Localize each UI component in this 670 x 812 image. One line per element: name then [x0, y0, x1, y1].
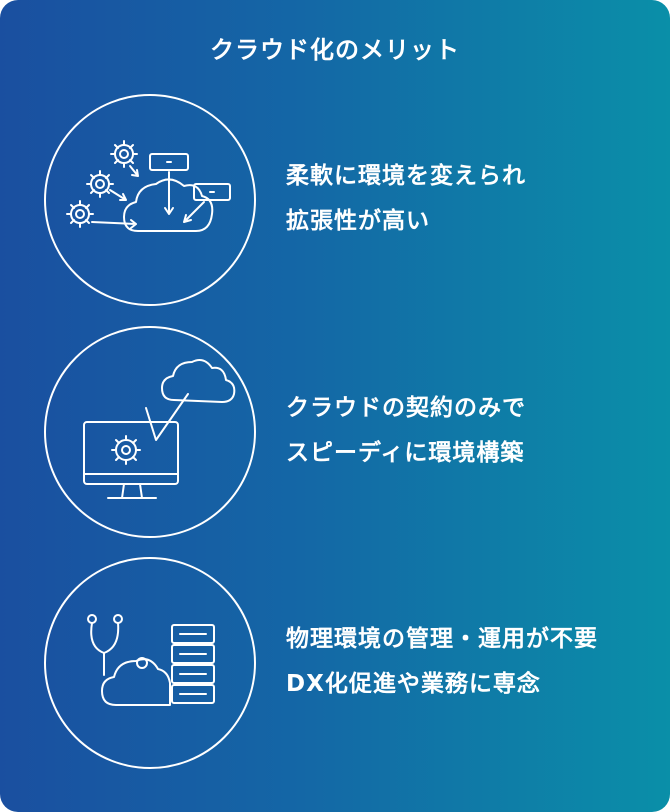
merit-line-1: クラウドの契約のみで [286, 395, 526, 421]
merit-line-2: スピーディに環境構築 [286, 440, 525, 466]
stethoscope-server-icon [87, 614, 215, 706]
merit-line-2: 拡張性が高い [286, 208, 430, 234]
merit-text: クラウドの契約のみで スピーディに環境構築 [286, 386, 526, 476]
merit-item-flexibility: 柔軟に環境を変えられ 拡張性が高い [0, 94, 670, 306]
merit-text: 物理環境の管理・運用が不要 DX化促進や業務に専念 [286, 617, 598, 707]
merit-line-2: DX化促進や業務に専念 [286, 671, 541, 697]
icon-circle [44, 326, 256, 538]
merit-item-speed: クラウドの契約のみで スピーディに環境構築 [0, 326, 670, 538]
cloud-gears-icon [66, 140, 231, 232]
icon-circle [44, 557, 256, 769]
icon-circle [44, 94, 256, 306]
monitor-cloud-icon [83, 359, 236, 499]
merit-item-management: 物理環境の管理・運用が不要 DX化促進や業務に専念 [0, 557, 670, 769]
merit-text: 柔軟に環境を変えられ 拡張性が高い [286, 154, 526, 244]
merit-line-1: 物理環境の管理・運用が不要 [286, 626, 598, 652]
merit-line-1: 柔軟に環境を変えられ [286, 163, 526, 189]
card-title: クラウド化のメリット [210, 36, 460, 64]
